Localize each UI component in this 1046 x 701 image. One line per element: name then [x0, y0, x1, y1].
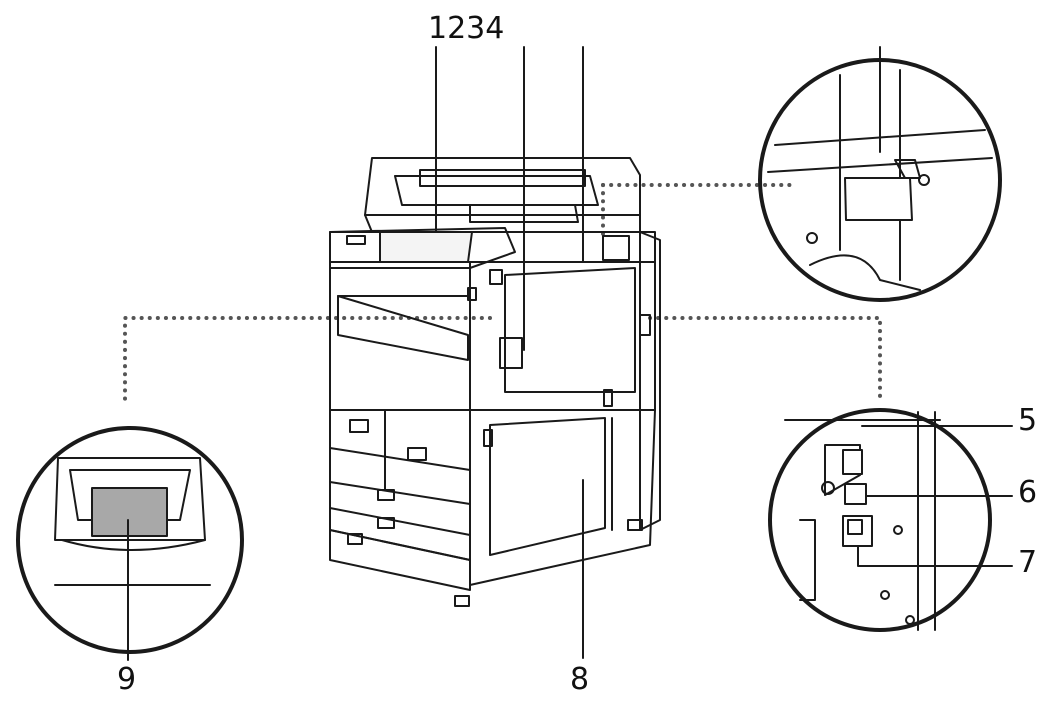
- power-switch-area: [499, 337, 523, 369]
- dotted-to-inset-left: [123, 316, 492, 402]
- printer-body: [329, 157, 661, 607]
- card-reader-slot: [91, 487, 168, 537]
- usb-port: [842, 449, 863, 475]
- inset-right-ports: [768, 408, 1013, 632]
- control-panel: [329, 227, 516, 269]
- inset-circle-ports: [768, 408, 992, 632]
- inset-top-right: [758, 58, 1002, 302]
- pen-holder: [844, 177, 913, 221]
- inset-circle-left: [16, 426, 244, 654]
- front-cover-lower: [469, 409, 656, 586]
- inset-circle-top-right: [758, 58, 1002, 302]
- usb-b-port: [844, 483, 867, 505]
- caster-left: [347, 533, 363, 545]
- callout-lines-top: [435, 46, 881, 351]
- inset-left-card-slot: [16, 426, 244, 661]
- lan-port: [842, 515, 873, 547]
- caster-front: [454, 595, 470, 607]
- touch-screen: [379, 231, 473, 263]
- label-8: 8: [570, 662, 590, 697]
- caster-right: [627, 519, 643, 531]
- label-5: 5: [1018, 403, 1038, 438]
- front-cover-panel: [504, 267, 636, 393]
- dotted-to-inset-right: [648, 316, 882, 402]
- label-9: 9: [117, 662, 137, 697]
- label-7: 7: [1018, 545, 1038, 580]
- label-1234: 1234: [428, 11, 505, 46]
- label-6: 6: [1018, 475, 1038, 510]
